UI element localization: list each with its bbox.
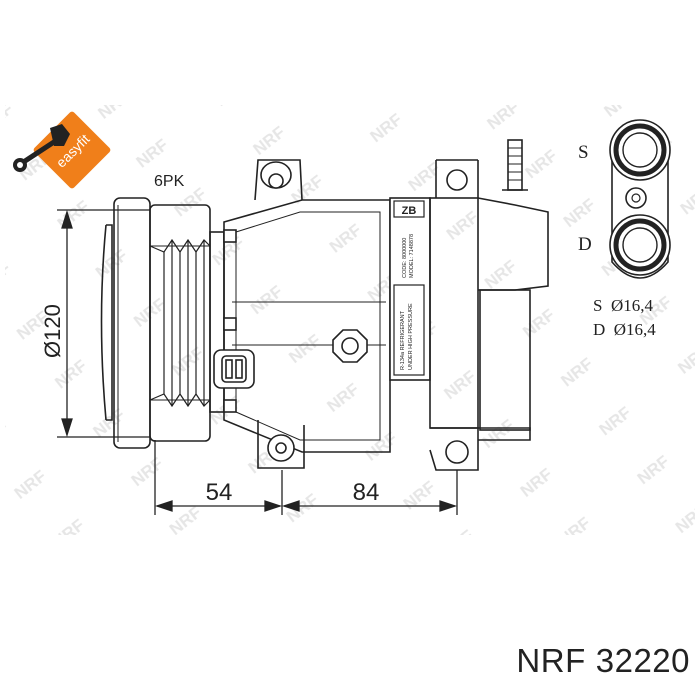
rear-housing <box>429 139 549 471</box>
spec-d: D Ø16,4 <box>593 320 656 339</box>
caption-brand: NRF <box>516 642 586 679</box>
dim-84-label: 84 <box>353 479 380 506</box>
belt-label: 6PK <box>154 173 185 190</box>
length-dimensions <box>154 440 458 515</box>
nameplate-line1: CODE: 8000000 <box>402 238 408 278</box>
nameplate-zb: ZB <box>402 205 417 217</box>
diameter-dimension <box>57 209 150 438</box>
nameplate-line2: MODEL: 7148878 <box>409 234 415 278</box>
port-flange <box>609 119 671 279</box>
port-s-label: S <box>578 142 589 163</box>
nameplate-line3: R-134a REFRIGERANT <box>400 310 406 370</box>
spec-s: S Ø16,4 <box>593 296 653 315</box>
wrench-icon <box>13 124 70 172</box>
pulley <box>100 197 225 449</box>
easyfit-logo: easyfit <box>13 111 111 189</box>
diameter-label: Ø120 <box>40 304 65 358</box>
pulley-grooves <box>149 238 211 408</box>
compressor-body <box>213 159 391 469</box>
nrf-watermark <box>5 105 695 535</box>
dim-54-label: 54 <box>206 479 233 506</box>
electrical-connector <box>213 349 255 389</box>
caption-part-number: 32220 <box>595 642 690 679</box>
port-d-label: D <box>578 234 592 255</box>
nameplate-line4: UNDER HIGH PRESSURE <box>408 303 414 370</box>
nameplate: ZB CODE: 8000000 MODEL: 7148878 R-134a R… <box>389 197 431 381</box>
